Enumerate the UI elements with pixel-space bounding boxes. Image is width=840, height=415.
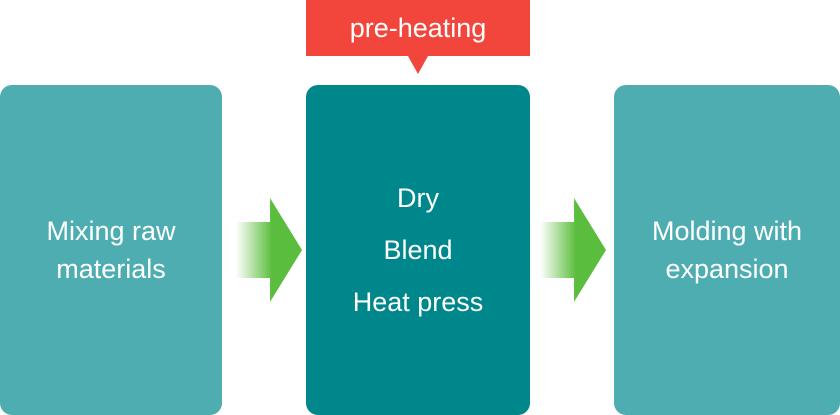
flow-arrow-1 [236,198,302,302]
step-1-line-2: materials [56,254,166,284]
step-mixing-raw-materials: Mixing raw materials [0,85,222,415]
step-1-line-1: Mixing raw [46,216,176,246]
step-molding-with-expansion: Molding with expansion [614,85,840,415]
step-3-line-1: Molding with [651,216,803,246]
pre-heating-callout: pre-heating [306,0,530,56]
flow-arrow-2 [540,198,606,302]
step-2-line-heat-press: Heat press [352,287,484,317]
step-2-line-dry: Dry [397,183,439,213]
step-3-line-2: expansion [665,254,789,284]
callout-pointer [408,56,428,74]
step-dry-blend-heat-press: Dry Blend Heat press [306,85,530,415]
callout-label: pre-heating [349,12,487,43]
step-2-line-blend: Blend [383,235,453,265]
